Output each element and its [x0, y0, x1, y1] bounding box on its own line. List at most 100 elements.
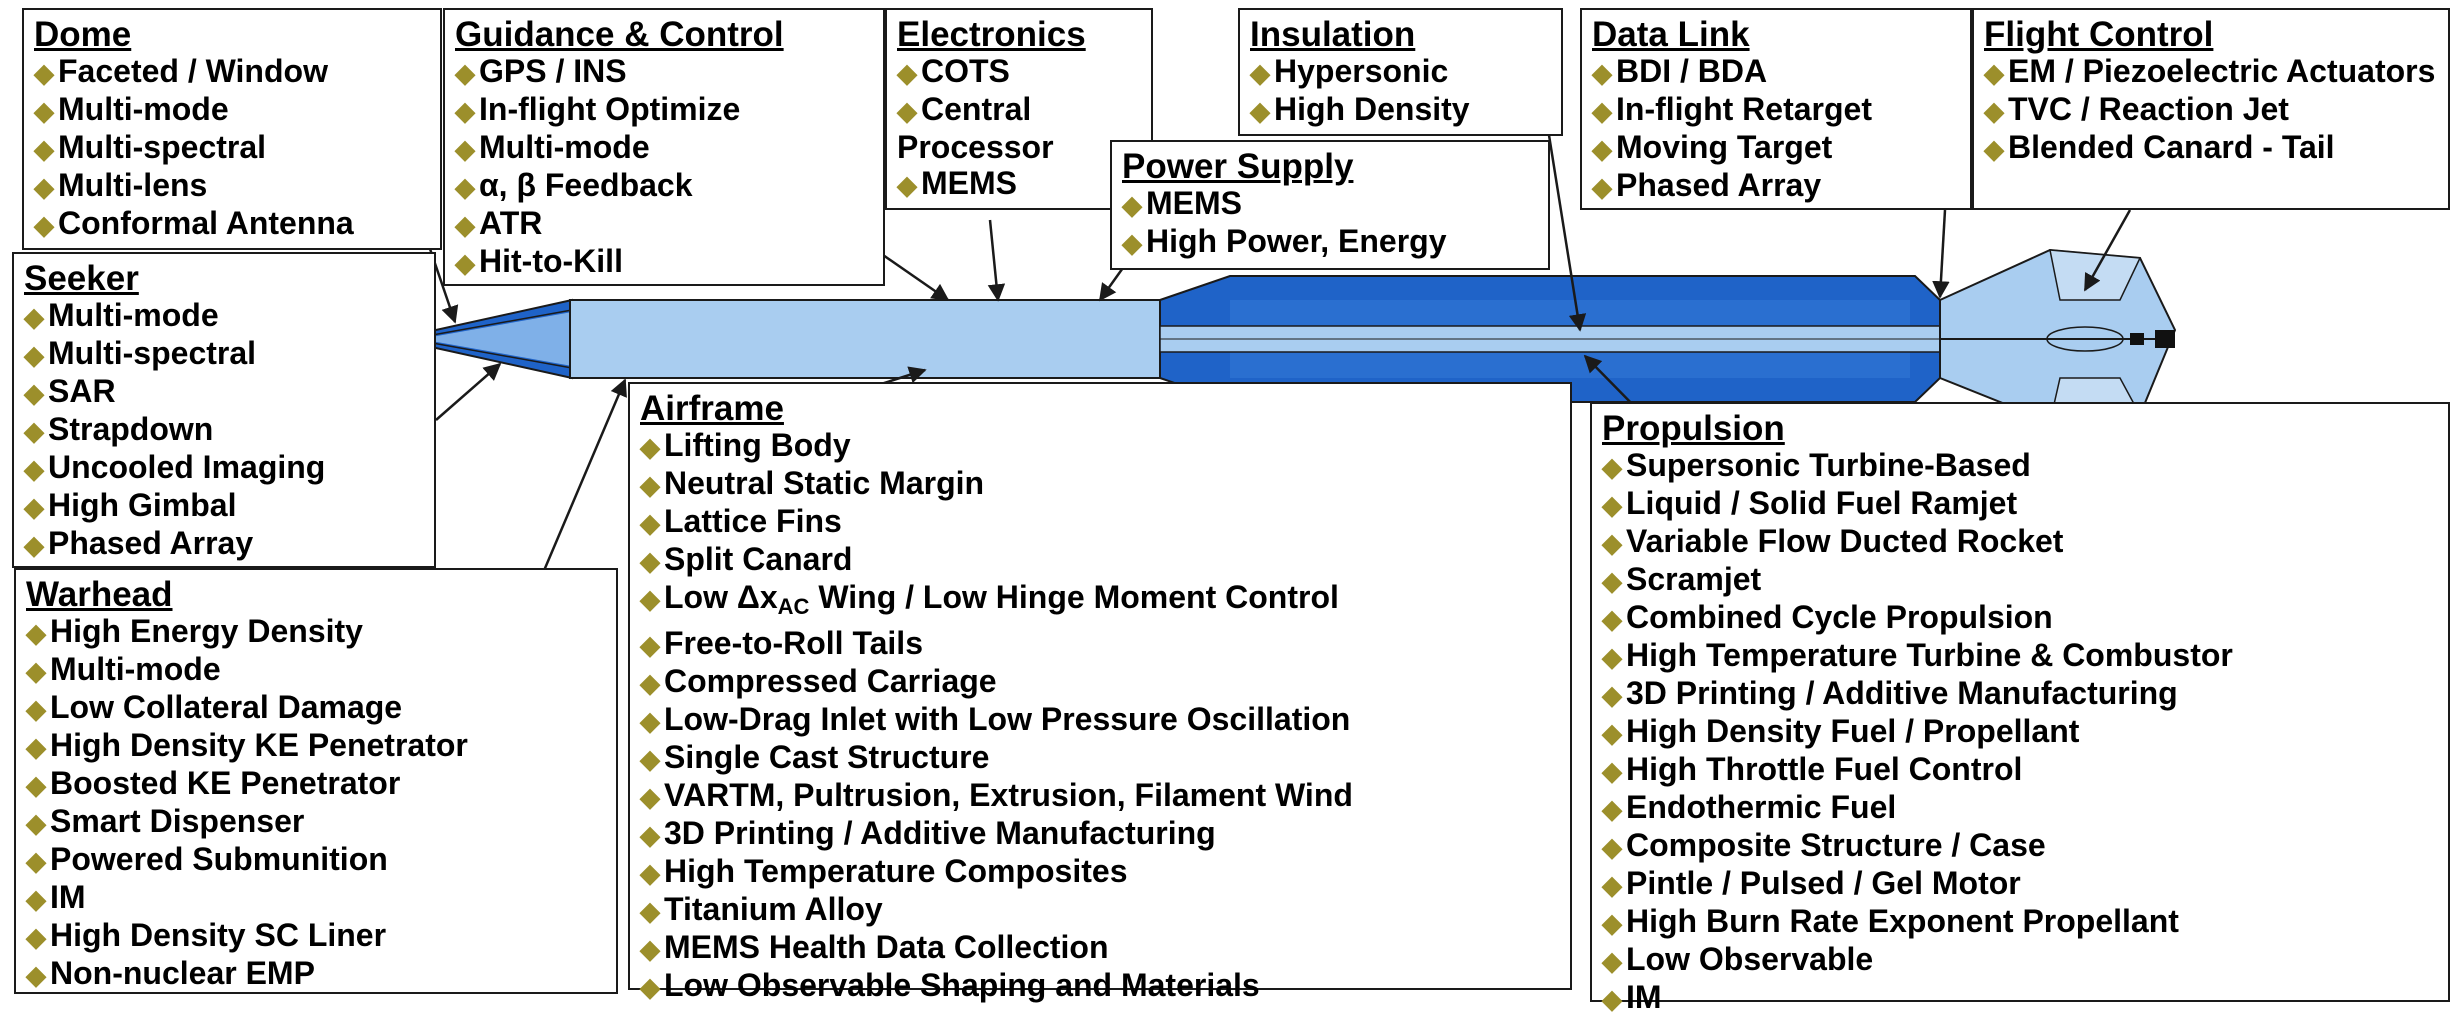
guidance-control-title: Guidance & Control	[455, 15, 784, 54]
insulation-title: Insulation	[1250, 15, 1416, 54]
list-item: ◆High Burn Rate Exponent Propellant	[1602, 903, 2179, 939]
list-item: ◆Multi-mode	[26, 651, 221, 687]
missile-nose	[365, 298, 573, 380]
list-item: ◆Combined Cycle Propulsion	[1602, 599, 2053, 635]
list-item: ◆COTS	[897, 53, 1010, 89]
flight-control-box: Flight Control ◆EM / Piezoelectric Actua…	[1972, 8, 2450, 210]
dome-box: Dome ◆Faceted / Window ◆Multi-mode ◆Mult…	[22, 8, 442, 250]
list-item: ◆Phased Array	[1592, 167, 1822, 203]
list-item: ◆High Energy Density	[26, 613, 363, 649]
seeker-title: Seeker	[24, 259, 139, 298]
list-item: ◆Strapdown	[24, 411, 214, 447]
list-item: ◆Lifting Body	[640, 427, 851, 463]
missile-forward-body	[569, 299, 1251, 379]
list-item: ◆High Power, Energy	[1122, 223, 1447, 259]
list-item: ◆Low Observable Shaping and Materials	[640, 967, 1260, 1003]
list-item: ◆BDI / BDA	[1592, 53, 1768, 89]
electronics-box: Electronics ◆COTS ◆Central Processor ◆ME…	[885, 8, 1153, 210]
list-item: ◆In-flight Optimize	[455, 91, 741, 127]
list-item: ◆High Density KE Penetrator	[26, 727, 468, 763]
warhead-title: Warhead	[26, 575, 173, 614]
list-item: ◆Boosted KE Penetrator	[26, 765, 401, 801]
list-item: ◆Scramjet	[1602, 561, 1762, 597]
propulsion-box: Propulsion ◆Supersonic Turbine-Based ◆Li…	[1590, 402, 2450, 1015]
leader-arrows	[426, 109, 2132, 581]
list-item: ◆Non-nuclear EMP	[26, 955, 315, 991]
list-item: ◆Multi-mode	[34, 91, 229, 127]
list-item: ◆Pintle / Pulsed / Gel Motor	[1602, 865, 2021, 901]
list-item: ◆Multi-mode	[24, 297, 219, 333]
list-item: ◆Low ΔxAC Wing / Low Hinge Moment Contro…	[640, 579, 1339, 619]
electronics-title: Electronics	[897, 15, 1086, 54]
list-item: ◆3D Printing / Additive Manufacturing	[640, 815, 1216, 851]
insulation-box: Insulation ◆Hypersonic ◆High Density	[1238, 8, 1563, 136]
data-link-box: Data Link ◆BDI / BDA ◆In-flight Retarget…	[1580, 8, 1972, 210]
list-item: ◆Neutral Static Margin	[640, 465, 985, 501]
list-item: ◆Multi-mode	[455, 129, 650, 165]
list-item: ◆EM / Piezoelectric Actuators	[1984, 53, 2436, 89]
dome-title: Dome	[34, 15, 132, 54]
list-item: ◆Single Cast Structure	[640, 739, 990, 775]
list-item: ◆Phased Array	[24, 525, 254, 561]
power-supply-box: Power Supply ◆MEMS ◆High Power, Energy	[1110, 140, 1550, 270]
list-item: ◆IM	[26, 879, 86, 915]
list-item: ◆High Density SC Liner	[26, 917, 387, 953]
list-item: ◆High Temperature Turbine & Combustor	[1602, 637, 2233, 673]
list-item: ◆3D Printing / Additive Manufacturing	[1602, 675, 2178, 711]
airframe-box: Airframe ◆Lifting Body ◆Neutral Static M…	[628, 382, 1572, 1003]
guidance-control-box: Guidance & Control ◆GPS / INS ◆In-flight…	[443, 8, 885, 286]
list-item: ◆Lattice Fins	[640, 503, 842, 539]
list-item: ◆TVC / Reaction Jet	[1984, 91, 2289, 127]
flight-control-title: Flight Control	[1984, 15, 2214, 54]
list-item: ◆In-flight Retarget	[1592, 91, 1872, 127]
list-item: ◆Moving Target	[1592, 129, 1833, 165]
list-item: ◆Low-Drag Inlet with Low Pressure Oscill…	[640, 701, 1351, 737]
list-item: ◆Blended Canard - Tail	[1984, 129, 2335, 165]
list-item: ◆High Density Fuel / Propellant	[1602, 713, 2080, 749]
list-item: ◆IM	[1602, 979, 1662, 1015]
list-item: ◆VARTM, Pultrusion, Extrusion, Filament …	[640, 777, 1353, 813]
seeker-box: Seeker ◆Multi-mode ◆Multi-spectral ◆SAR …	[12, 252, 436, 568]
list-item: ◆GPS / INS	[455, 53, 627, 89]
list-item: ◆Composite Structure / Case	[1602, 827, 2046, 863]
list-item: ◆Conformal Antenna	[34, 205, 354, 241]
list-item: ◆Variable Flow Ducted Rocket	[1602, 523, 2064, 559]
list-item: ◆Liquid / Solid Fuel Ramjet	[1602, 485, 2018, 521]
list-item: ◆Multi-spectral	[34, 129, 267, 165]
list-item: ◆High Throttle Fuel Control	[1602, 751, 2023, 787]
list-item: ◆Endothermic Fuel	[1602, 789, 1897, 825]
list-item: ◆Supersonic Turbine-Based	[1602, 447, 2031, 483]
warhead-box: Warhead ◆High Energy Density ◆Multi-mode…	[14, 568, 618, 994]
power-supply-title: Power Supply	[1122, 147, 1354, 186]
list-item: ◆Compressed Carriage	[640, 663, 997, 699]
list-item: ◆α, β Feedback	[455, 167, 693, 203]
list-item: ◆Titanium Alloy	[640, 891, 883, 927]
list-item: ◆MEMS Health Data Collection	[640, 929, 1109, 965]
list-item: ◆Multi-spectral	[24, 335, 257, 371]
list-item: ◆Multi-lens	[34, 167, 208, 203]
list-item: ◆Split Canard	[640, 541, 853, 577]
list-item: ◆High Gimbal	[24, 487, 237, 523]
list-item: ◆Smart Dispenser	[26, 803, 305, 839]
list-item: ◆ATR	[455, 205, 543, 241]
list-item: ◆Central Processor	[897, 91, 1054, 165]
list-item: ◆Faceted / Window	[34, 53, 328, 89]
list-item: ◆MEMS	[1122, 185, 1242, 221]
list-item: ◆Low Observable	[1602, 941, 1874, 977]
list-item: ◆High Temperature Composites	[640, 853, 1128, 889]
missile-tail-fins	[1939, 248, 2177, 424]
data-link-title: Data Link	[1592, 15, 1750, 54]
list-item: ◆Powered Submunition	[26, 841, 388, 877]
list-item: ◆Hypersonic	[1250, 53, 1449, 89]
missile-propulsion-section	[1159, 275, 1941, 403]
airframe-title: Airframe	[640, 389, 784, 428]
list-item: ◆MEMS	[897, 165, 1017, 201]
list-item: ◆SAR	[24, 373, 116, 409]
propulsion-title: Propulsion	[1602, 409, 1785, 448]
list-item: ◆Free-to-Roll Tails	[640, 625, 923, 661]
list-item: ◆Low Collateral Damage	[26, 689, 403, 725]
list-item: ◆High Density	[1250, 91, 1470, 127]
list-item: ◆Hit-to-Kill	[455, 243, 623, 279]
